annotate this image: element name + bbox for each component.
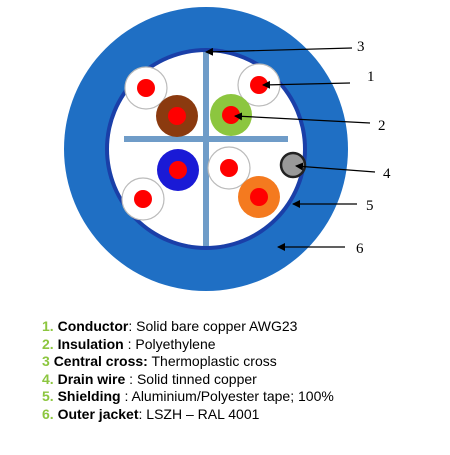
central-cross-horizontal	[124, 136, 288, 142]
legend-number: 6.	[42, 405, 54, 422]
legend-item-outer-jacket: 6. Outer jacket: LSZH – RAL 4001	[42, 406, 334, 424]
legend-description: : LSZH – RAL 4001	[138, 405, 260, 422]
legend-description: : Solid tinned copper	[125, 370, 257, 387]
legend-item-drain-wire: 4. Drain wire : Solid tinned copper	[42, 371, 334, 389]
legend-item-central-cross: 3 Central cross: Thermoplastic cross	[42, 353, 334, 371]
legend-term: Insulation	[57, 335, 124, 352]
callout-number-4: 4	[383, 166, 391, 182]
legend-number: 4.	[42, 370, 54, 387]
callout-line-1	[262, 80, 351, 89]
cable-cross-section-diagram: 1 2 3 4 5 6	[64, 7, 391, 291]
legend-description: : Aluminium/Polyester tape; 100%	[120, 388, 334, 404]
legend-description: : Solid bare copper AWG23	[128, 318, 298, 334]
callout-line-3	[205, 47, 353, 56]
wire-green	[210, 94, 252, 136]
legend-description: Thermoplastic cross	[147, 353, 277, 369]
drain-wire	[279, 151, 307, 179]
legend-term: Drain wire	[57, 370, 126, 387]
callout-number-6: 6	[356, 241, 364, 257]
legend: 1. Conductor: Solid bare copper AWG23 2.…	[42, 318, 334, 423]
legend-number: 5.	[42, 388, 54, 404]
callout-line-2	[234, 112, 371, 124]
wire-white-bottom-right	[207, 146, 251, 190]
callout-number-5: 5	[366, 198, 374, 214]
wire-blue	[157, 149, 199, 191]
callout-number-3: 3	[357, 39, 365, 55]
wire-white-top-right	[237, 63, 281, 107]
wire-white-bottom-left	[121, 177, 165, 221]
legend-term: Shielding	[57, 388, 121, 404]
legend-number: 3	[42, 353, 50, 369]
wire-white-top-left	[124, 66, 168, 110]
wire-orange	[238, 176, 280, 218]
legend-number: 1.	[42, 318, 54, 334]
legend-item-insulation: 2. Insulation : Polyethylene	[42, 336, 334, 354]
legend-number: 2.	[42, 335, 54, 352]
wire-brown	[156, 95, 198, 137]
legend-term: Central cross:	[53, 353, 148, 369]
legend-item-conductor: 1. Conductor: Solid bare copper AWG23	[42, 318, 334, 336]
legend-description: : Polyethylene	[123, 335, 216, 352]
callout-number-1: 1	[367, 69, 375, 85]
legend-term: Outer jacket	[57, 405, 139, 422]
legend-item-shielding: 5. Shielding : Aluminium/Polyester tape;…	[42, 388, 334, 406]
central-cross-vertical	[203, 52, 209, 246]
callout-number-2: 2	[378, 118, 386, 134]
callout-line-4	[295, 162, 376, 173]
legend-term: Conductor	[57, 318, 129, 334]
